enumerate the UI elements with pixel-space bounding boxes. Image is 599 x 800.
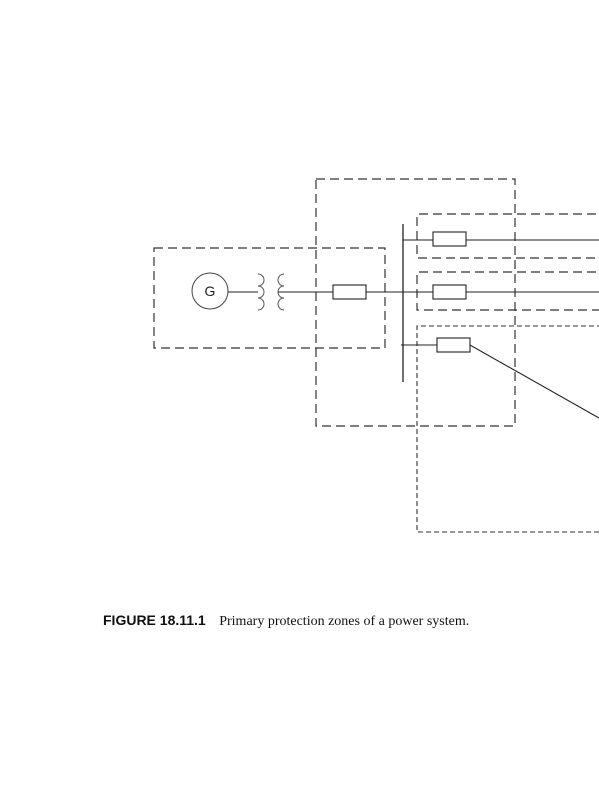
generator-breaker — [332, 284, 367, 300]
line-2-breaker — [432, 284, 467, 300]
bus-protection-zone — [315, 178, 516, 427]
outgoing-line-3 — [401, 344, 599, 419]
line-protection-zone-middle — [416, 271, 599, 311]
figure-caption: FIGURE 18.11.1 Primary protection zones … — [103, 612, 469, 630]
line-protection-zone-lower — [416, 325, 599, 533]
line-3-breaker — [436, 337, 471, 353]
figure-number: FIGURE 18.11.1 — [103, 612, 206, 628]
generator-protection-zone — [153, 247, 386, 349]
generator-icon — [191, 272, 229, 310]
line-1-breaker — [432, 231, 467, 247]
generator-label: G — [205, 283, 216, 299]
figure-caption-text: Primary protection zones of a power syst… — [219, 614, 470, 629]
line-protection-zone-upper — [416, 213, 599, 259]
